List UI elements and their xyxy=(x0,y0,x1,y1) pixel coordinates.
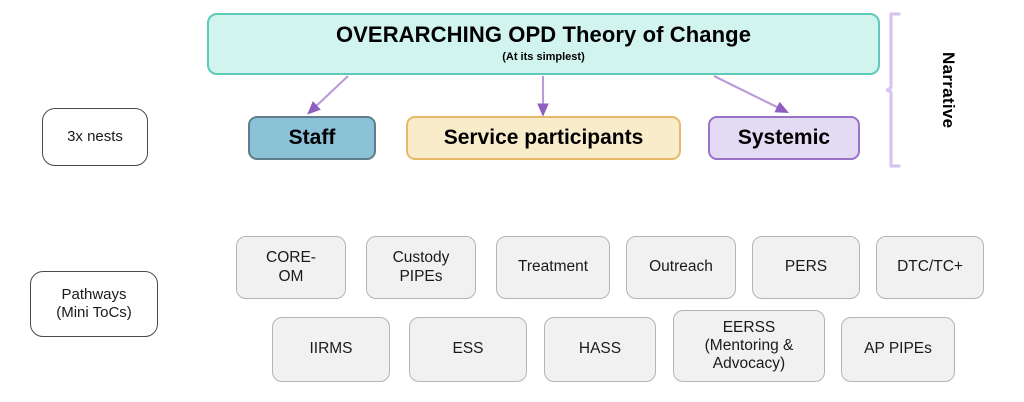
pathway-box-eerss[interactable]: EERSS (Mentoring & Advocacy) xyxy=(673,310,825,382)
overarching-title-sub: (At its simplest) xyxy=(502,50,585,63)
pathway-box-outreach-label: Outreach xyxy=(649,258,713,276)
pathway-box-iirms[interactable]: IIRMS xyxy=(272,317,390,382)
pathways-row-label: Pathways (Mini ToCs) xyxy=(30,271,158,337)
overarching-title-banner: OVERARCHING OPD Theory of Change (At its… xyxy=(207,13,880,75)
nest-box-systemic-label: Systemic xyxy=(737,125,831,149)
narrative-label-text: Narrative xyxy=(939,51,958,129)
pathway-box-hass[interactable]: HASS xyxy=(544,317,656,382)
pathway-box-core-om[interactable]: CORE- OM xyxy=(236,236,346,299)
pathway-box-eerss-label: EERSS (Mentoring & Advocacy) xyxy=(704,318,794,373)
narrative-bracket xyxy=(886,12,901,168)
nest-box-staff[interactable]: Staff xyxy=(248,116,376,160)
pathway-box-iirms-label: IIRMS xyxy=(309,340,353,358)
nest-box-service-participants-label: Service participants xyxy=(443,125,644,149)
pathway-box-ess-label: ESS xyxy=(452,340,484,358)
nest-box-service-participants[interactable]: Service participants xyxy=(406,116,681,160)
pathway-box-dtc-tc-plus[interactable]: DTC/TC+ xyxy=(876,236,984,299)
pathway-box-outreach[interactable]: Outreach xyxy=(626,236,736,299)
pathway-box-custody-pipes[interactable]: Custody PIPEs xyxy=(366,236,476,299)
pathway-box-treatment-label: Treatment xyxy=(517,258,589,276)
pathway-box-core-om-label: CORE- OM xyxy=(266,249,316,285)
pathway-box-hass-label: HASS xyxy=(578,340,622,358)
pathway-box-custody-pipes-label: Custody PIPEs xyxy=(392,249,450,285)
pathway-box-ap-pipes-label: AP PIPEs xyxy=(864,340,932,358)
pathway-box-ap-pipes[interactable]: AP PIPEs xyxy=(841,317,955,382)
nests-row-label: 3x nests xyxy=(42,108,148,166)
overarching-title-main: OVERARCHING OPD Theory of Change xyxy=(335,22,752,48)
pathway-box-pers-label: PERS xyxy=(784,258,828,276)
arrow-to-staff xyxy=(307,75,349,115)
narrative-label: Narrative xyxy=(933,14,963,166)
pathway-box-treatment[interactable]: Treatment xyxy=(496,236,610,299)
nests-row-label-text: 3x nests xyxy=(67,128,123,146)
pathway-box-pers[interactable]: PERS xyxy=(752,236,860,299)
arrow-to-systemic xyxy=(713,75,790,113)
pathways-row-label-text: Pathways (Mini ToCs) xyxy=(56,286,132,321)
pathway-box-dtc-tc-plus-label: DTC/TC+ xyxy=(897,258,963,276)
nest-box-systemic[interactable]: Systemic xyxy=(708,116,860,160)
nest-box-staff-label: Staff xyxy=(288,125,336,149)
pathway-box-ess[interactable]: ESS xyxy=(409,317,527,382)
